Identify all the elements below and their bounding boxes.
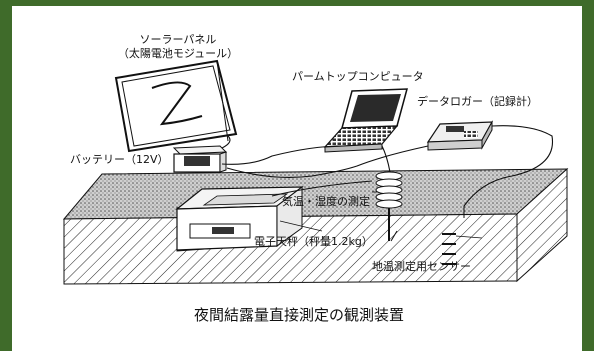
frame-left-border	[0, 0, 12, 351]
battery	[172, 145, 228, 173]
electronic-balance	[175, 185, 304, 251]
solar-panel	[114, 59, 238, 153]
leader-lines	[279, 191, 483, 239]
label-solar-module: （太陽電池モジュール）	[118, 47, 238, 60]
apparatus-diagram: ソーラーパネル （太陽電池モジュール） パームトップコンピュータ データロガー（…	[62, 33, 569, 324]
label-data-logger: データロガー（記録計）	[417, 94, 538, 108]
figure-caption: 夜間結露量直接測定の観測装置	[194, 306, 404, 324]
palmtop-computer	[323, 88, 408, 153]
frame-right-border	[582, 0, 594, 351]
soil-sensors	[442, 206, 465, 265]
data-logger	[426, 120, 494, 151]
label-balance: 電子天秤（秤量1.2kg）	[254, 235, 373, 248]
diagram-canvas: ソーラーパネル （太陽電池モジュール） パームトップコンピュータ データロガー（…	[12, 6, 582, 351]
label-soil-sensor: 地温測定用センサー	[372, 259, 471, 273]
temp-humidity-sensor	[375, 171, 403, 242]
label-temp-humidity: 気温・湿度の測定	[282, 194, 370, 208]
ground-surface	[62, 168, 569, 220]
label-palmtop: パームトップコンピュータ	[292, 70, 424, 83]
frame-top-border	[0, 0, 594, 6]
cables	[221, 125, 554, 207]
label-solar-panel: ソーラーパネル	[140, 33, 217, 46]
label-battery: バッテリー（12V）	[70, 153, 169, 166]
